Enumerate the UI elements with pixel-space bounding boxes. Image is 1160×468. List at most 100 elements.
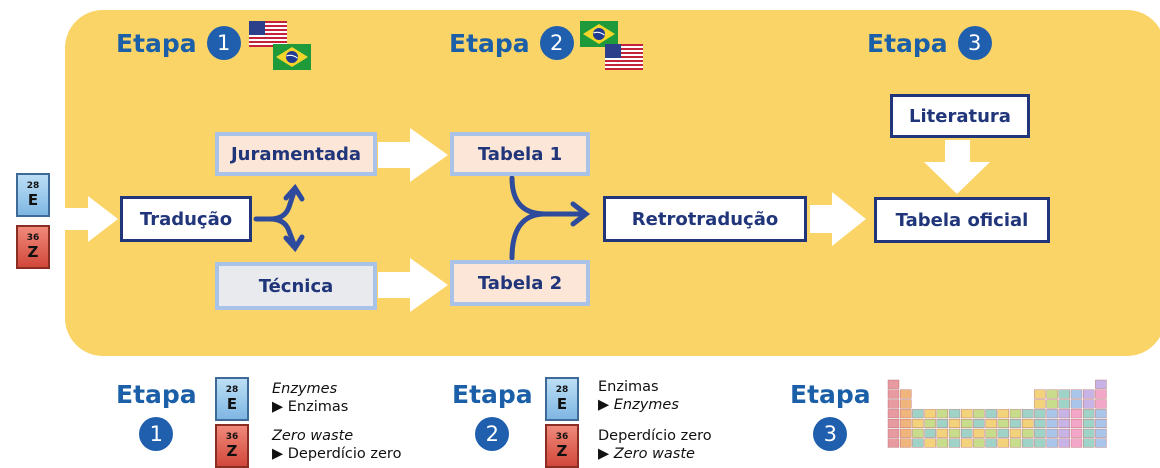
tile-number: 36	[26, 233, 40, 243]
tile-number: 28	[26, 181, 40, 191]
periodic-cell	[1058, 389, 1071, 399]
periodic-cell	[1046, 389, 1058, 399]
periodic-cell	[900, 399, 912, 409]
play-triangle-icon: ▶	[598, 446, 610, 463]
tile-symbol: Z	[27, 243, 39, 261]
periodic-cell	[973, 438, 985, 448]
arrow-juramentada-tabela1	[378, 128, 448, 182]
periodic-cell	[997, 428, 1009, 438]
periodic-cell	[1095, 438, 1107, 448]
periodic-cell	[1009, 419, 1022, 429]
periodic-cell	[1070, 438, 1083, 448]
legend-stage1-z: Zero waste ▶ Deperdício zero	[272, 427, 401, 463]
tile-number: 28	[225, 385, 239, 395]
periodic-cell	[1058, 428, 1071, 438]
periodic-cell	[961, 419, 973, 429]
periodic-cell	[912, 438, 924, 448]
stage-label: Etapa	[116, 380, 197, 409]
tile-number: 36	[555, 432, 569, 442]
node-tabela1: Tabela 1	[450, 132, 590, 176]
periodic-cell	[1009, 438, 1022, 448]
tile-z: 36 Z	[215, 424, 249, 468]
periodic-cell	[1058, 399, 1071, 409]
periodic-cell	[887, 379, 900, 389]
periodic-cell	[1034, 419, 1046, 429]
periodic-cell	[997, 409, 1009, 419]
tile-symbol: Z	[226, 442, 238, 460]
periodic-cell	[1009, 409, 1022, 419]
arrow-input	[60, 196, 118, 242]
periodic-cell	[1046, 419, 1058, 429]
stage-2-badge: 2	[475, 417, 510, 451]
periodic-cell	[997, 438, 1009, 448]
stage-3-heading: Etapa 3	[867, 26, 992, 60]
periodic-cell	[936, 438, 948, 448]
node-traducao: Tradução	[120, 196, 252, 242]
legend-source-term: Enzymes	[272, 381, 338, 397]
periodic-cell	[912, 428, 924, 438]
periodic-cell	[985, 419, 997, 429]
periodic-cell	[900, 389, 912, 399]
periodic-cell	[948, 419, 961, 429]
arrow-literatura-oficial	[924, 140, 990, 194]
periodic-cell	[912, 409, 924, 419]
periodic-cell	[1095, 389, 1107, 399]
periodic-cell	[985, 438, 997, 448]
periodic-cell	[887, 399, 900, 409]
legend-target-term: Enzimas	[287, 399, 349, 416]
legend-stage2-z: Deperdício zero ▶ Zero waste	[598, 427, 712, 463]
periodic-cell	[1095, 399, 1107, 409]
periodic-cell	[887, 409, 900, 419]
periodic-cell	[973, 419, 985, 429]
legend-target-term: Enzymes	[613, 397, 679, 414]
periodic-cell	[887, 389, 900, 399]
stage-label: Etapa	[449, 28, 530, 58]
periodic-cell	[1034, 389, 1046, 399]
legend-stage1-e: Enzymes ▶ Enzimas	[272, 380, 348, 416]
periodic-cell	[961, 438, 973, 448]
stage-label: Etapa	[790, 380, 871, 409]
periodic-cell	[900, 428, 912, 438]
periodic-cell	[973, 409, 985, 419]
node-tecnica: Técnica	[215, 262, 377, 310]
node-literatura: Literatura	[890, 94, 1030, 138]
tile-number: 28	[555, 385, 569, 395]
tile-number: 36	[225, 432, 239, 442]
periodic-cell	[1034, 409, 1046, 419]
periodic-cell	[1082, 419, 1095, 429]
stage-2-heading: Etapa 2	[449, 26, 574, 60]
periodic-cell	[1058, 419, 1071, 429]
periodic-cell	[1070, 389, 1083, 399]
legend-source-term: Enzimas	[598, 379, 659, 395]
periodic-cell	[961, 428, 973, 438]
periodic-cell	[912, 419, 924, 429]
periodic-cell	[985, 409, 997, 419]
stage-2-badge: 2	[539, 26, 574, 60]
stage-3-badge: 3	[957, 26, 992, 60]
periodic-cell	[1082, 409, 1095, 419]
node-retrotraducao: Retrotradução	[603, 196, 807, 242]
periodic-cell	[1082, 399, 1095, 409]
node-tabela-oficial: Tabela oficial	[874, 197, 1050, 243]
stage-label: Etapa	[116, 28, 197, 58]
periodic-cell	[1095, 428, 1107, 438]
periodic-cell	[1034, 438, 1046, 448]
periodic-cell	[1070, 409, 1083, 419]
periodic-cell	[924, 409, 936, 419]
periodic-cell	[936, 428, 948, 438]
arrow-tecnica-tabela2	[378, 258, 448, 312]
stage-label: Etapa	[867, 28, 948, 58]
tile-symbol: E	[27, 191, 39, 209]
periodic-cell	[1022, 438, 1034, 448]
periodic-cell	[900, 409, 912, 419]
legend-target-term: Deperdício zero	[287, 446, 402, 463]
play-triangle-icon: ▶	[272, 446, 284, 463]
stage-label: Etapa	[452, 380, 533, 409]
stage-3-badge: 3	[813, 417, 848, 451]
periodic-cell	[887, 428, 900, 438]
periodic-cell	[924, 438, 936, 448]
periodic-cell	[1070, 419, 1083, 429]
tile-e: 28 E	[545, 377, 579, 421]
tile-e: 28 E	[16, 173, 50, 217]
